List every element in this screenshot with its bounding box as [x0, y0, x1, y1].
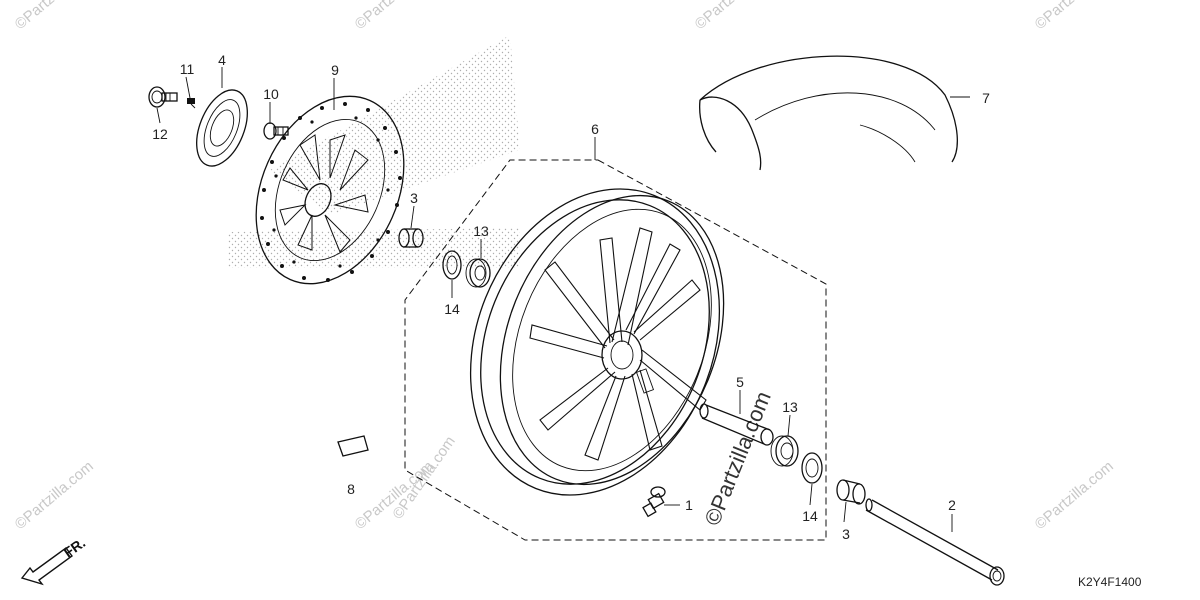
callout-14-lower: 14: [802, 508, 818, 524]
watermark: ©Partzilla.com: [1032, 0, 1117, 33]
callout-4: 4: [218, 52, 226, 68]
front-direction-arrow: FR.: [20, 534, 88, 586]
sensor-ring[interactable]: [187, 83, 258, 174]
callout-5: 5: [736, 374, 744, 390]
callout-11: 11: [180, 61, 195, 77]
dust-seal[interactable]: [442, 250, 462, 280]
side-collar[interactable]: [398, 228, 424, 248]
watermark: ©Partzilla.com: [389, 433, 459, 522]
callout-8: 8: [347, 481, 355, 497]
tire-valve[interactable]: [642, 486, 666, 518]
front-wheel[interactable]: [426, 151, 764, 532]
wheel-assembly-boundary: [404, 159, 827, 541]
side-collar-lower[interactable]: [836, 479, 866, 505]
radial-bearing-lower[interactable]: [770, 435, 799, 467]
watermark: ©Partzilla.com: [1032, 458, 1117, 533]
callout-14-upper: 14: [444, 301, 460, 317]
callout-12: 12: [152, 126, 168, 142]
watermark: ©Partzilla.com: [352, 0, 437, 33]
leader-lines: [156, 67, 970, 532]
callout-6: 6: [591, 121, 599, 137]
watermark-layer: ©Partzilla.com ©Partzilla.com ©Partzilla…: [12, 0, 1117, 533]
callout-1: 1: [685, 497, 693, 513]
callout-2: 2: [948, 497, 956, 513]
tire[interactable]: [699, 55, 958, 171]
callout-9: 9: [331, 62, 339, 78]
callout-13-lower: 13: [782, 399, 798, 415]
callout-13-upper: 13: [473, 223, 489, 239]
callout-3-lower: 3: [842, 526, 850, 542]
watermark: ©Partzilla.com: [692, 0, 777, 33]
callout-10: 10: [263, 86, 279, 102]
callout-7: 7: [982, 90, 990, 106]
brake-disc[interactable]: [228, 73, 432, 307]
distance-collar[interactable]: [699, 403, 774, 446]
front-axle[interactable]: [865, 498, 1005, 586]
diagram-code: K2Y4F1400: [1078, 575, 1142, 589]
dust-seal-lower[interactable]: [801, 452, 823, 484]
flange-bolt[interactable]: [148, 86, 178, 108]
watermark: ©Partzilla.com: [12, 0, 97, 33]
watermark: ©Partzilla.com: [12, 458, 97, 533]
small-screw[interactable]: [187, 98, 196, 109]
balance-weight[interactable]: [337, 435, 369, 457]
callout-labels: 1 2 3 3 4 5 6 7 8 9 10 11 12 13 13 14 14: [152, 52, 990, 542]
callout-3-upper: 3: [410, 190, 418, 206]
radial-bearing[interactable]: [465, 258, 491, 288]
watermark: ©Partzilla.com: [699, 388, 775, 529]
